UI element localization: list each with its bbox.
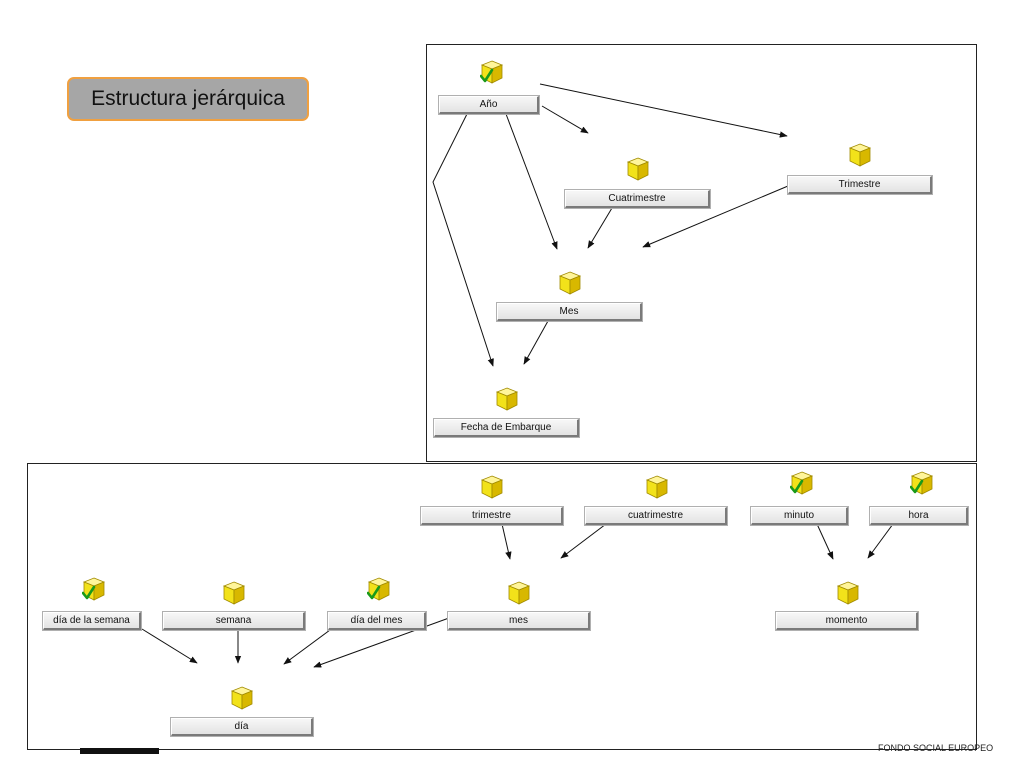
cube-icon[interactable] xyxy=(626,156,650,182)
footer-text: FONDO SOCIAL EUROPEO xyxy=(878,743,994,753)
node-dia[interactable]: día xyxy=(170,717,314,737)
cube-icon[interactable] xyxy=(495,386,519,412)
cube-icon[interactable] xyxy=(645,474,669,500)
checked-cube-icon[interactable] xyxy=(789,470,814,496)
arrow-mes-fecha xyxy=(523,320,549,365)
node-minuto[interactable]: minuto xyxy=(750,506,849,526)
footer-bar xyxy=(80,748,159,754)
checked-cube-icon[interactable] xyxy=(479,59,504,85)
arrow-diames-dia xyxy=(283,629,331,665)
node-hora[interactable]: hora xyxy=(869,506,969,526)
checked-cube-icon[interactable] xyxy=(909,470,934,496)
node-semana[interactable]: semana xyxy=(162,611,306,631)
node-cuatrimestre2[interactable]: cuatrimestre xyxy=(584,506,728,526)
arrow-minuto-momento xyxy=(816,523,834,560)
arrow-diasemana-dia xyxy=(141,628,198,664)
arrow-anio-mes xyxy=(505,113,558,250)
cube-icon[interactable] xyxy=(480,474,504,500)
checked-cube-icon[interactable] xyxy=(366,576,391,602)
cube-icon[interactable] xyxy=(558,270,582,296)
arrow-trimestre-mes xyxy=(642,185,789,248)
title-box: Estructura jerárquica xyxy=(67,77,309,121)
node-diames[interactable]: día del mes xyxy=(327,611,427,631)
node-trimestre[interactable]: Trimestre xyxy=(787,175,933,195)
node-mes[interactable]: Mes xyxy=(496,302,643,322)
cube-icon[interactable] xyxy=(222,580,246,606)
arrow-cuatrimestre-mes2 xyxy=(560,523,607,559)
arrow-anio-fecha xyxy=(432,113,494,367)
node-diasemana[interactable]: día de la semana xyxy=(42,611,142,631)
cube-icon[interactable] xyxy=(836,580,860,606)
node-mes2[interactable]: mes xyxy=(447,611,591,631)
diagram-title: Estructura jerárquica xyxy=(91,87,285,110)
arrow-trimestre-mes2 xyxy=(501,523,512,560)
node-anio[interactable]: Año xyxy=(438,95,540,115)
cube-icon[interactable] xyxy=(507,580,531,606)
cube-icon[interactable] xyxy=(848,142,872,168)
node-momento[interactable]: momento xyxy=(775,611,919,631)
arrow-cuatrimestre-mes xyxy=(587,207,613,249)
arrow-anio-trimestre xyxy=(539,83,788,138)
node-cuatrimestre[interactable]: Cuatrimestre xyxy=(564,189,711,209)
checked-cube-icon[interactable] xyxy=(81,576,106,602)
arrow-anio-cuatrimestre xyxy=(541,105,589,134)
node-trimestre2[interactable]: trimestre xyxy=(420,506,564,526)
node-fecha[interactable]: Fecha de Embarque xyxy=(433,418,580,438)
arrow-mes2-dia xyxy=(313,617,450,668)
cube-icon[interactable] xyxy=(230,685,254,711)
arrow-hora-momento xyxy=(867,523,894,559)
